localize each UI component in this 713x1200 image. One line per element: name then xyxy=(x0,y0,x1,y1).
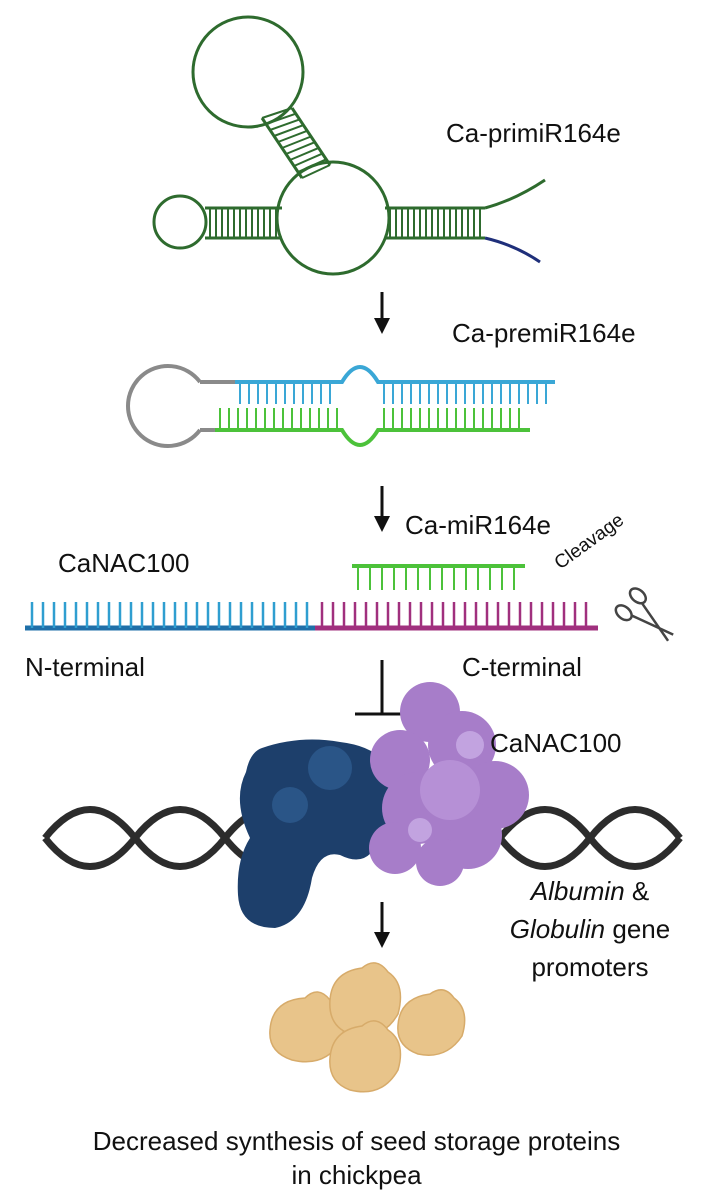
scissors-icon xyxy=(614,587,674,642)
canac100-protein-dark xyxy=(237,739,393,928)
gene-text: gene xyxy=(605,914,671,944)
base-tick xyxy=(273,124,304,137)
premi-loop xyxy=(126,364,202,448)
base-tick xyxy=(301,164,331,179)
ampersand-text: & xyxy=(624,876,650,906)
primi-side-loop xyxy=(152,194,208,250)
primi-base-pairs xyxy=(209,107,481,238)
canac100-protein-purple xyxy=(369,682,529,886)
globulin-text: Globulin xyxy=(509,914,606,944)
arrow-down-2 xyxy=(374,486,390,532)
primi-label: Ca-primiR164e xyxy=(446,118,621,148)
base-tick xyxy=(261,107,293,119)
promoters-text: promoters xyxy=(531,952,649,982)
caption-line-1: Decreased synthesis of seed storage prot… xyxy=(92,1126,621,1156)
base-tick xyxy=(281,135,312,149)
arrow-down-3 xyxy=(374,902,390,948)
base-tick xyxy=(269,118,300,131)
primi-central-loop xyxy=(275,160,391,276)
premi-label: Ca-premiR164e xyxy=(452,318,636,348)
n-terminal-label: N-terminal xyxy=(25,652,145,682)
premi-top-strand xyxy=(235,365,555,384)
primi-tail-top xyxy=(484,178,546,210)
chickpea-seeds xyxy=(269,962,466,1093)
target-mrna xyxy=(25,602,598,631)
base-tick xyxy=(265,112,297,125)
target-gene-label: CaNAC100 xyxy=(58,548,190,578)
primi-tail-bottom xyxy=(484,236,541,264)
premi-rna-structure xyxy=(126,364,555,448)
arrow-down-1 xyxy=(374,292,390,334)
mature-mirna xyxy=(352,564,525,590)
albumin-text: Albumin xyxy=(530,876,625,906)
premi-bottom-strand xyxy=(215,428,530,447)
promoters-label: Albumin &Globulin gene promoters xyxy=(490,872,690,986)
base-tick xyxy=(297,158,327,173)
caption-line-2: in chickpea xyxy=(291,1160,422,1190)
protein-label: CaNAC100 xyxy=(490,728,622,758)
base-tick xyxy=(277,129,308,143)
base-tick xyxy=(289,146,319,161)
base-tick xyxy=(293,152,323,167)
primi-terminal-loop xyxy=(191,15,305,129)
figure-caption: Decreased synthesis of seed storage prot… xyxy=(0,1124,713,1192)
mir-label: Ca-miR164e xyxy=(405,510,551,540)
base-tick xyxy=(285,141,316,155)
c-terminal-label: C-terminal xyxy=(462,652,582,682)
mirna-pathway-diagram xyxy=(25,15,683,1093)
